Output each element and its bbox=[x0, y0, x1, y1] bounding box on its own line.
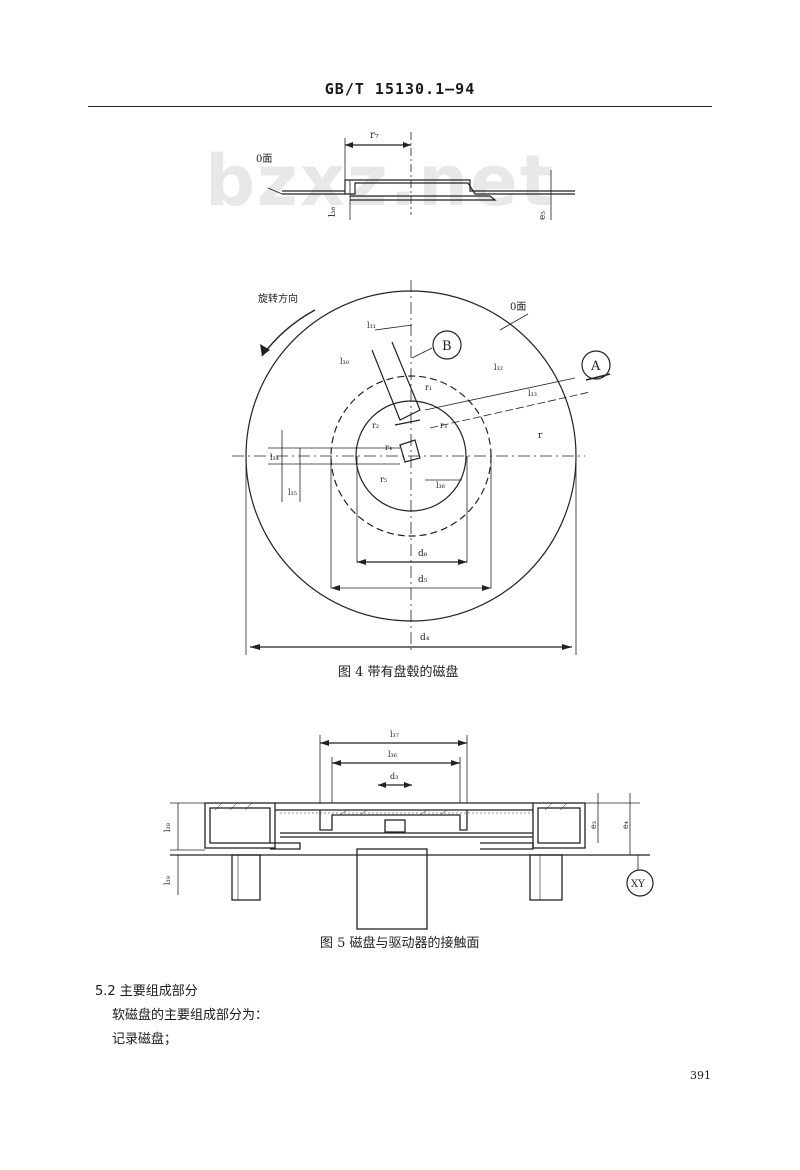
label-e3: e₃ bbox=[589, 821, 598, 829]
label-l38-fig5: l₃₈ bbox=[163, 823, 172, 832]
header-rule bbox=[88, 106, 712, 107]
section-heading: 5.2 主要组成部分 bbox=[95, 984, 198, 999]
label-l33: l₃₃ bbox=[528, 389, 537, 398]
label-l38-top: l₃₈ bbox=[328, 207, 338, 217]
label-r3: r₃ bbox=[440, 421, 447, 430]
label-r7: r₇ bbox=[370, 130, 379, 141]
marker-xy: XY bbox=[631, 879, 645, 890]
body-line-1: 软磁盘的主要组成部分为： bbox=[112, 1008, 269, 1023]
watermark: bzxz.net bbox=[204, 140, 556, 222]
label-r5: r₅ bbox=[380, 475, 387, 484]
label-0face-top: 0面 bbox=[256, 154, 272, 165]
label-e5: e₅ bbox=[538, 211, 548, 220]
label-l36: l₃₆ bbox=[436, 481, 445, 490]
face-label: 0面 bbox=[510, 302, 526, 313]
label-l39: l₃₉ bbox=[163, 875, 172, 885]
label-e4: e₄ bbox=[621, 821, 630, 829]
rotation-direction-label: 旋转方向 bbox=[258, 292, 298, 305]
label-r2: r₂ bbox=[372, 421, 379, 430]
label-d6: d₆ bbox=[418, 549, 428, 559]
figure-top-section: r₇ 0面 l₃₈ e₅ bbox=[256, 130, 575, 220]
page-number: 391 bbox=[690, 1069, 711, 1082]
figure4-caption: 图 4 带有盘毂的磁盘 bbox=[338, 664, 459, 680]
label-l37: l₃₇ bbox=[390, 730, 399, 739]
figure4-disk-with-hub: B A 旋转方向 0面 l₃₁ l₃₀ l₃₂ l₃₃ r r₁ r₂ r₃ r… bbox=[232, 280, 611, 680]
body-line-2: 记录磁盘； bbox=[112, 1032, 178, 1047]
label-l30: l₃₀ bbox=[340, 357, 349, 366]
marker-a: A bbox=[590, 359, 601, 374]
label-d3: d₃ bbox=[390, 772, 398, 781]
standard-code: GB/T 15130.1—94 bbox=[324, 80, 476, 98]
label-r4: r₄ bbox=[385, 443, 392, 452]
label-l34: l₃₄ bbox=[270, 453, 279, 462]
label-d5: d₅ bbox=[418, 575, 428, 585]
figure5-contact-surface: l₃₇ l₃₆ d₃ l₃₈ l₃₉ e₃ e₄ XY 图 5 磁盘与驱动器的接… bbox=[163, 730, 654, 951]
label-l31: l₃₁ bbox=[367, 321, 376, 330]
label-r: r bbox=[538, 431, 543, 441]
label-r1: r₁ bbox=[425, 383, 432, 392]
label-l35: l₃₅ bbox=[288, 488, 297, 497]
label-d4: d₄ bbox=[420, 633, 430, 643]
label-l36-fig5: l₃₆ bbox=[388, 750, 397, 759]
label-l32: l₃₂ bbox=[494, 363, 503, 372]
figure5-caption: 图 5 磁盘与驱动器的接触面 bbox=[320, 935, 480, 951]
marker-b: B bbox=[442, 339, 452, 354]
